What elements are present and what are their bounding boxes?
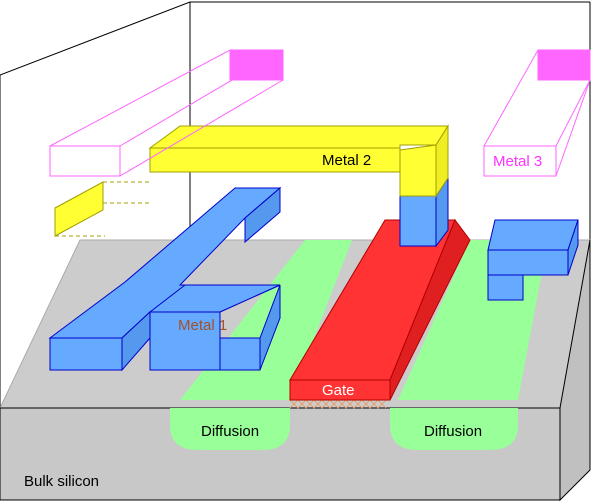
metal3-label: Metal 3 — [493, 153, 542, 170]
bulk-silicon-label: Bulk silicon — [24, 473, 99, 490]
diffusion-right-label: Diffusion — [424, 423, 482, 440]
gate-front-face — [289, 379, 391, 401]
metal2-top-face — [148, 125, 449, 151]
metal1-structure — [48, 186, 282, 372]
metal2-stub — [54, 181, 150, 237]
gate-bar — [289, 218, 471, 401]
metal3-right-wire — [483, 49, 591, 177]
metal1-front-left — [49, 337, 123, 371]
diffusion-left-label: Diffusion — [201, 423, 259, 440]
metal2-front-face — [149, 147, 401, 173]
metal1-front-right — [149, 311, 221, 371]
metal1-right-face — [259, 284, 281, 371]
metal1-label: Metal 1 — [178, 317, 227, 334]
metal2-right-face — [435, 124, 449, 198]
metal2-structure — [148, 124, 449, 198]
back-walls — [0, 1, 591, 408]
metal2-label: Metal 2 — [322, 152, 371, 169]
metal3-left-wire — [49, 49, 284, 177]
metal1-right-piece — [487, 219, 579, 301]
gate-label: Gate — [322, 382, 355, 399]
